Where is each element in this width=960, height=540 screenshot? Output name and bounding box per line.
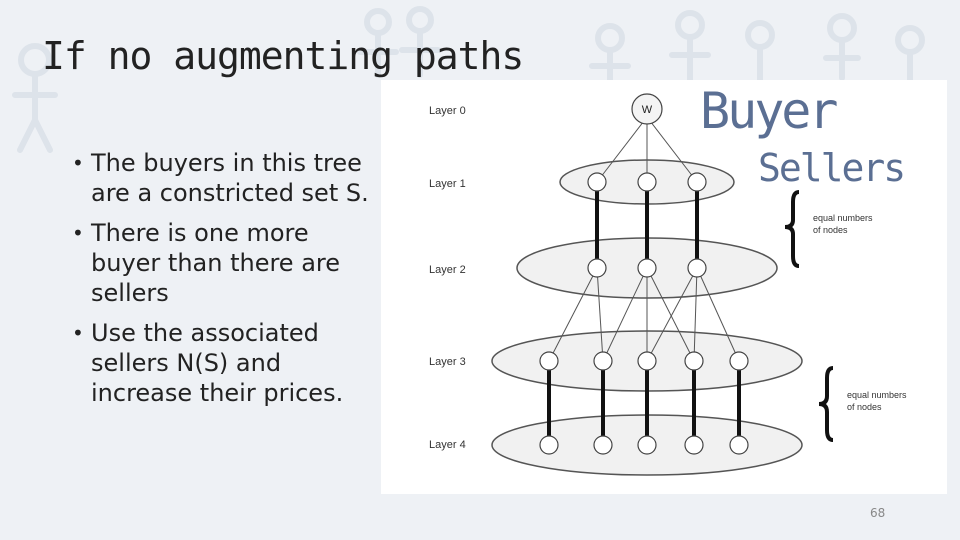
buyer-annotation: Buyer — [700, 82, 839, 140]
bullet-text: Use the associated sellers N(S) and incr… — [91, 319, 344, 407]
node — [637, 351, 657, 371]
layered-graph: Layer 0 Layer 1 Layer 2 Layer 3 Layer 4 — [429, 93, 907, 476]
node — [729, 435, 749, 455]
slide-title: If no augmenting paths — [42, 34, 524, 78]
node — [539, 351, 559, 371]
node — [637, 172, 657, 192]
page-number: 68 — [870, 506, 886, 520]
layer-label-2: Layer 2 — [429, 264, 466, 276]
bullet-icon: • — [72, 151, 84, 175]
node — [593, 435, 613, 455]
node — [729, 351, 749, 371]
brace-note-line: of nodes — [813, 225, 848, 235]
node — [687, 258, 707, 278]
node — [684, 351, 704, 371]
layer-label-1: Layer 1 — [429, 178, 466, 190]
brace-note-line: equal numbers — [847, 390, 907, 400]
bullet-item: • The buyers in this tree are a constrict… — [72, 148, 372, 208]
node — [539, 435, 559, 455]
root-node — [631, 93, 663, 125]
brace-note-line: of nodes — [847, 402, 882, 412]
node — [587, 172, 607, 192]
layer-label-4: Layer 4 — [429, 439, 466, 451]
node — [637, 258, 657, 278]
node — [684, 435, 704, 455]
bullet-icon: • — [72, 221, 84, 245]
brace-icon — [818, 366, 834, 442]
node — [637, 435, 657, 455]
bullet-text: The buyers in this tree are a constricte… — [91, 149, 369, 207]
matching-edges — [547, 182, 741, 445]
layer-label-3: Layer 3 — [429, 356, 466, 368]
graph-nodes — [539, 93, 749, 455]
bullet-text: There is one more buyer than there are s… — [91, 219, 341, 307]
edges-layer2-3 — [548, 267, 740, 362]
sellers-annotation: Sellers — [758, 146, 906, 190]
bullet-icon: • — [72, 321, 84, 345]
node — [587, 258, 607, 278]
node — [687, 172, 707, 192]
root-node-label: W — [642, 104, 653, 116]
bullet-item: • There is one more buyer than there are … — [72, 218, 372, 308]
brace-note-line: equal numbers — [813, 213, 873, 223]
layer-label-0: Layer 0 — [429, 105, 466, 117]
node — [593, 351, 613, 371]
bullet-item: • Use the associated sellers N(S) and inc… — [72, 318, 372, 408]
layered-graph-figure: Layer 0 Layer 1 Layer 2 Layer 3 Layer 4 — [381, 80, 947, 494]
bullet-list: • The buyers in this tree are a constrict… — [72, 148, 372, 418]
brace-icon — [784, 190, 800, 268]
edges-layer0-1 — [596, 116, 698, 183]
